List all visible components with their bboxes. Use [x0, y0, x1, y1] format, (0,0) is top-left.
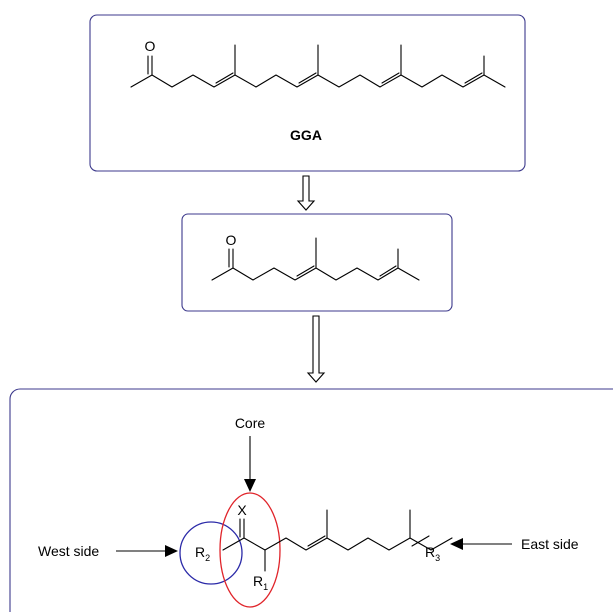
hollow-down-arrow-icon [296, 175, 316, 211]
general-skeleton [222, 509, 453, 572]
middle-panel: O [181, 213, 453, 312]
hollow-down-arrow-icon [306, 315, 326, 383]
solid-right-arrow-icon [116, 545, 178, 557]
x-atom-label: X [237, 502, 247, 518]
middle-oxygen-atom: O [226, 232, 237, 248]
gga-compound-name: GGA [290, 127, 322, 143]
east-side-label: East side [521, 536, 579, 552]
middle-skeleton [211, 237, 420, 281]
gga-oxygen-atom: O [145, 38, 156, 54]
general-structure-panel: Core West side East side X R2 [9, 388, 613, 612]
west-side-circle [179, 521, 243, 585]
gga-box [89, 14, 526, 172]
solid-left-arrow-icon [450, 538, 512, 550]
gga-panel: O GGA [89, 14, 526, 172]
west-side-label: West side [38, 543, 99, 559]
solid-down-arrow-icon [244, 436, 256, 492]
gga-skeleton [130, 44, 506, 88]
middle-box [181, 213, 453, 312]
general-structure-box [9, 388, 613, 612]
r1-group-label: R1 [253, 573, 268, 592]
r2-group-label: R2 [195, 544, 210, 563]
core-ellipse [219, 492, 281, 608]
r3-group-label: R3 [425, 544, 440, 563]
core-label: Core [235, 415, 266, 431]
